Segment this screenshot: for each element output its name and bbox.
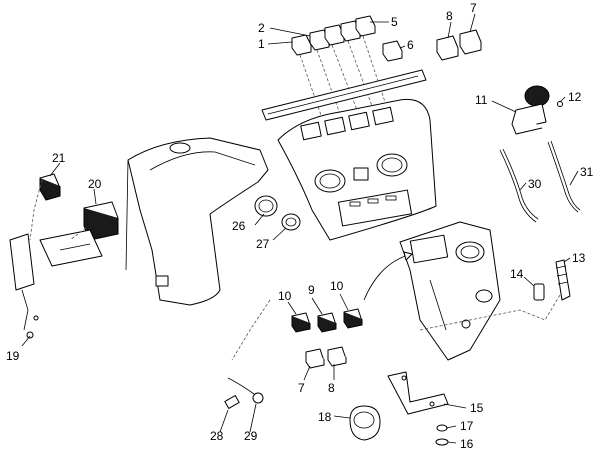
knob-27 <box>281 213 301 231</box>
center-dash-panel <box>261 69 437 241</box>
callout-19: 19 <box>6 349 20 363</box>
callout-7: 7 <box>470 1 477 15</box>
callout-1: 1 <box>258 37 265 51</box>
callout-15: 15 <box>470 401 484 415</box>
callout-17: 17 <box>460 419 474 433</box>
knob-26 <box>254 195 278 217</box>
callout-12: 12 <box>568 90 582 104</box>
callout-20: 20 <box>88 177 102 191</box>
callout-27: 27 <box>256 237 270 251</box>
lower-console <box>363 221 561 361</box>
washer-16 <box>435 438 449 446</box>
callout-5: 5 <box>391 15 398 29</box>
callout-6: 6 <box>407 38 414 52</box>
plug-13 <box>555 259 571 301</box>
callout-14: 14 <box>510 267 524 281</box>
knob-18 <box>349 405 381 441</box>
leader-lines <box>21 13 579 444</box>
cable-31 <box>547 140 581 213</box>
switch-pair-top-right <box>436 29 482 61</box>
left-bracket-assembly <box>9 179 103 339</box>
callout-9: 9 <box>308 283 315 297</box>
callout-31: 31 <box>580 165 594 179</box>
cable-30 <box>499 148 539 223</box>
callout-30: 30 <box>528 177 542 191</box>
callout-28: 28 <box>210 429 224 443</box>
callout-7-lower: 7 <box>298 381 305 395</box>
callout-2: 2 <box>258 21 265 35</box>
callout-18: 18 <box>318 410 332 424</box>
bracket-15 <box>387 371 449 415</box>
callout-29: 29 <box>244 429 258 443</box>
nut-17 <box>436 424 448 432</box>
left-dash-body <box>125 137 269 306</box>
bushing-14 <box>533 283 545 301</box>
switch-group-top <box>291 15 403 62</box>
callout-26: 26 <box>232 219 246 233</box>
callout-8: 8 <box>446 9 453 23</box>
gear-selector-11 <box>511 85 563 135</box>
callout-13: 13 <box>572 251 586 265</box>
callout-16: 16 <box>460 437 474 451</box>
callout-21: 21 <box>52 151 66 165</box>
callout-labels: 1 2 5 6 8 7 11 12 21 20 26 27 30 31 13 1… <box>6 1 594 451</box>
relay-21 <box>39 173 61 201</box>
callout-8-lower: 8 <box>328 381 335 395</box>
callout-10-right: 10 <box>330 279 344 293</box>
switch-group-lower <box>291 308 363 369</box>
callout-11: 11 <box>475 93 488 107</box>
callout-10: 10 <box>278 289 292 303</box>
cable-28-29 <box>224 299 271 409</box>
